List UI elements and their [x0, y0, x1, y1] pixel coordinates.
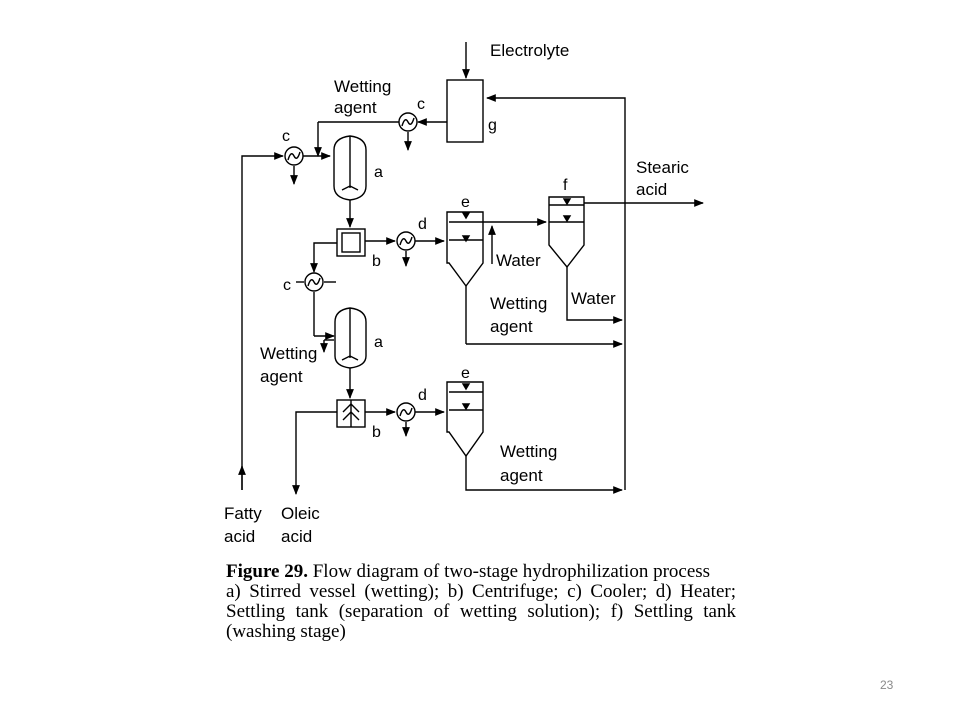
- settling-tank-e-1: [446, 211, 484, 288]
- slide-number: 23: [880, 678, 894, 692]
- figure-title: Flow diagram of two-stage hydrophilizati…: [312, 561, 711, 582]
- letter-b1: b: [372, 253, 381, 270]
- settling-tank-e-2: [446, 381, 484, 458]
- label-wetting-agent-bottom-2: agent: [500, 466, 543, 485]
- label-wetting-agent-left-1: Wetting: [260, 344, 317, 363]
- heater-d-top: [396, 231, 416, 251]
- stirred-vessel-a-1: [333, 135, 367, 201]
- label-oleic-acid-1: Oleic: [281, 504, 320, 523]
- vessel-g: [446, 79, 484, 143]
- label-wetting-agent-mid-1: Wetting: [490, 294, 547, 313]
- letter-f: f: [563, 177, 568, 194]
- letter-b2: b: [372, 424, 381, 441]
- label-water-1: Water: [496, 251, 541, 270]
- letter-a2: a: [374, 334, 383, 351]
- cooler-c-middle: [304, 272, 324, 292]
- label-fatty-acid-2: acid: [224, 527, 255, 546]
- label-wetting-agent-top-1: Wetting: [334, 77, 391, 96]
- cooler-c-left: [284, 146, 304, 166]
- recycle-return-line: [486, 94, 626, 490]
- letter-e1: e: [461, 194, 470, 211]
- label-stearic-acid-2: acid: [636, 180, 667, 199]
- figure-caption: Figure 29. Flow diagram of two-stage hyd…: [226, 562, 736, 642]
- label-stearic-acid-1: Stearic: [636, 158, 689, 177]
- letter-e2: e: [461, 365, 470, 382]
- label-oleic-acid-2: acid: [281, 527, 312, 546]
- label-wetting-agent-top-2: agent: [334, 98, 377, 117]
- letter-g: g: [488, 117, 497, 134]
- cooler-c-top: [398, 112, 418, 132]
- settling-tank-f: [548, 196, 585, 269]
- label-fatty-acid-1: Fatty: [224, 504, 262, 523]
- label-wetting-agent-mid-2: agent: [490, 317, 533, 336]
- label-wetting-agent-bottom-1: Wetting: [500, 442, 557, 461]
- letter-d1: d: [418, 216, 427, 233]
- figure-label: Figure 29.: [226, 561, 308, 582]
- label-water-2: Water: [571, 289, 616, 308]
- fatty-acid-stream: [241, 152, 284, 490]
- label-electrolyte: Electrolyte: [490, 41, 569, 60]
- stirred-vessel-a-2: [334, 307, 367, 369]
- letter-c1: c: [417, 96, 425, 113]
- letter-c2: c: [282, 128, 290, 145]
- label-wetting-agent-left-2: agent: [260, 367, 303, 386]
- letter-c3: c: [283, 277, 291, 294]
- letter-a1: a: [374, 164, 383, 181]
- letter-d2: d: [418, 387, 427, 404]
- heater-d-bottom: [396, 402, 416, 422]
- figure-legend: a) Stirred vessel (wetting); b) Centrifu…: [226, 581, 736, 642]
